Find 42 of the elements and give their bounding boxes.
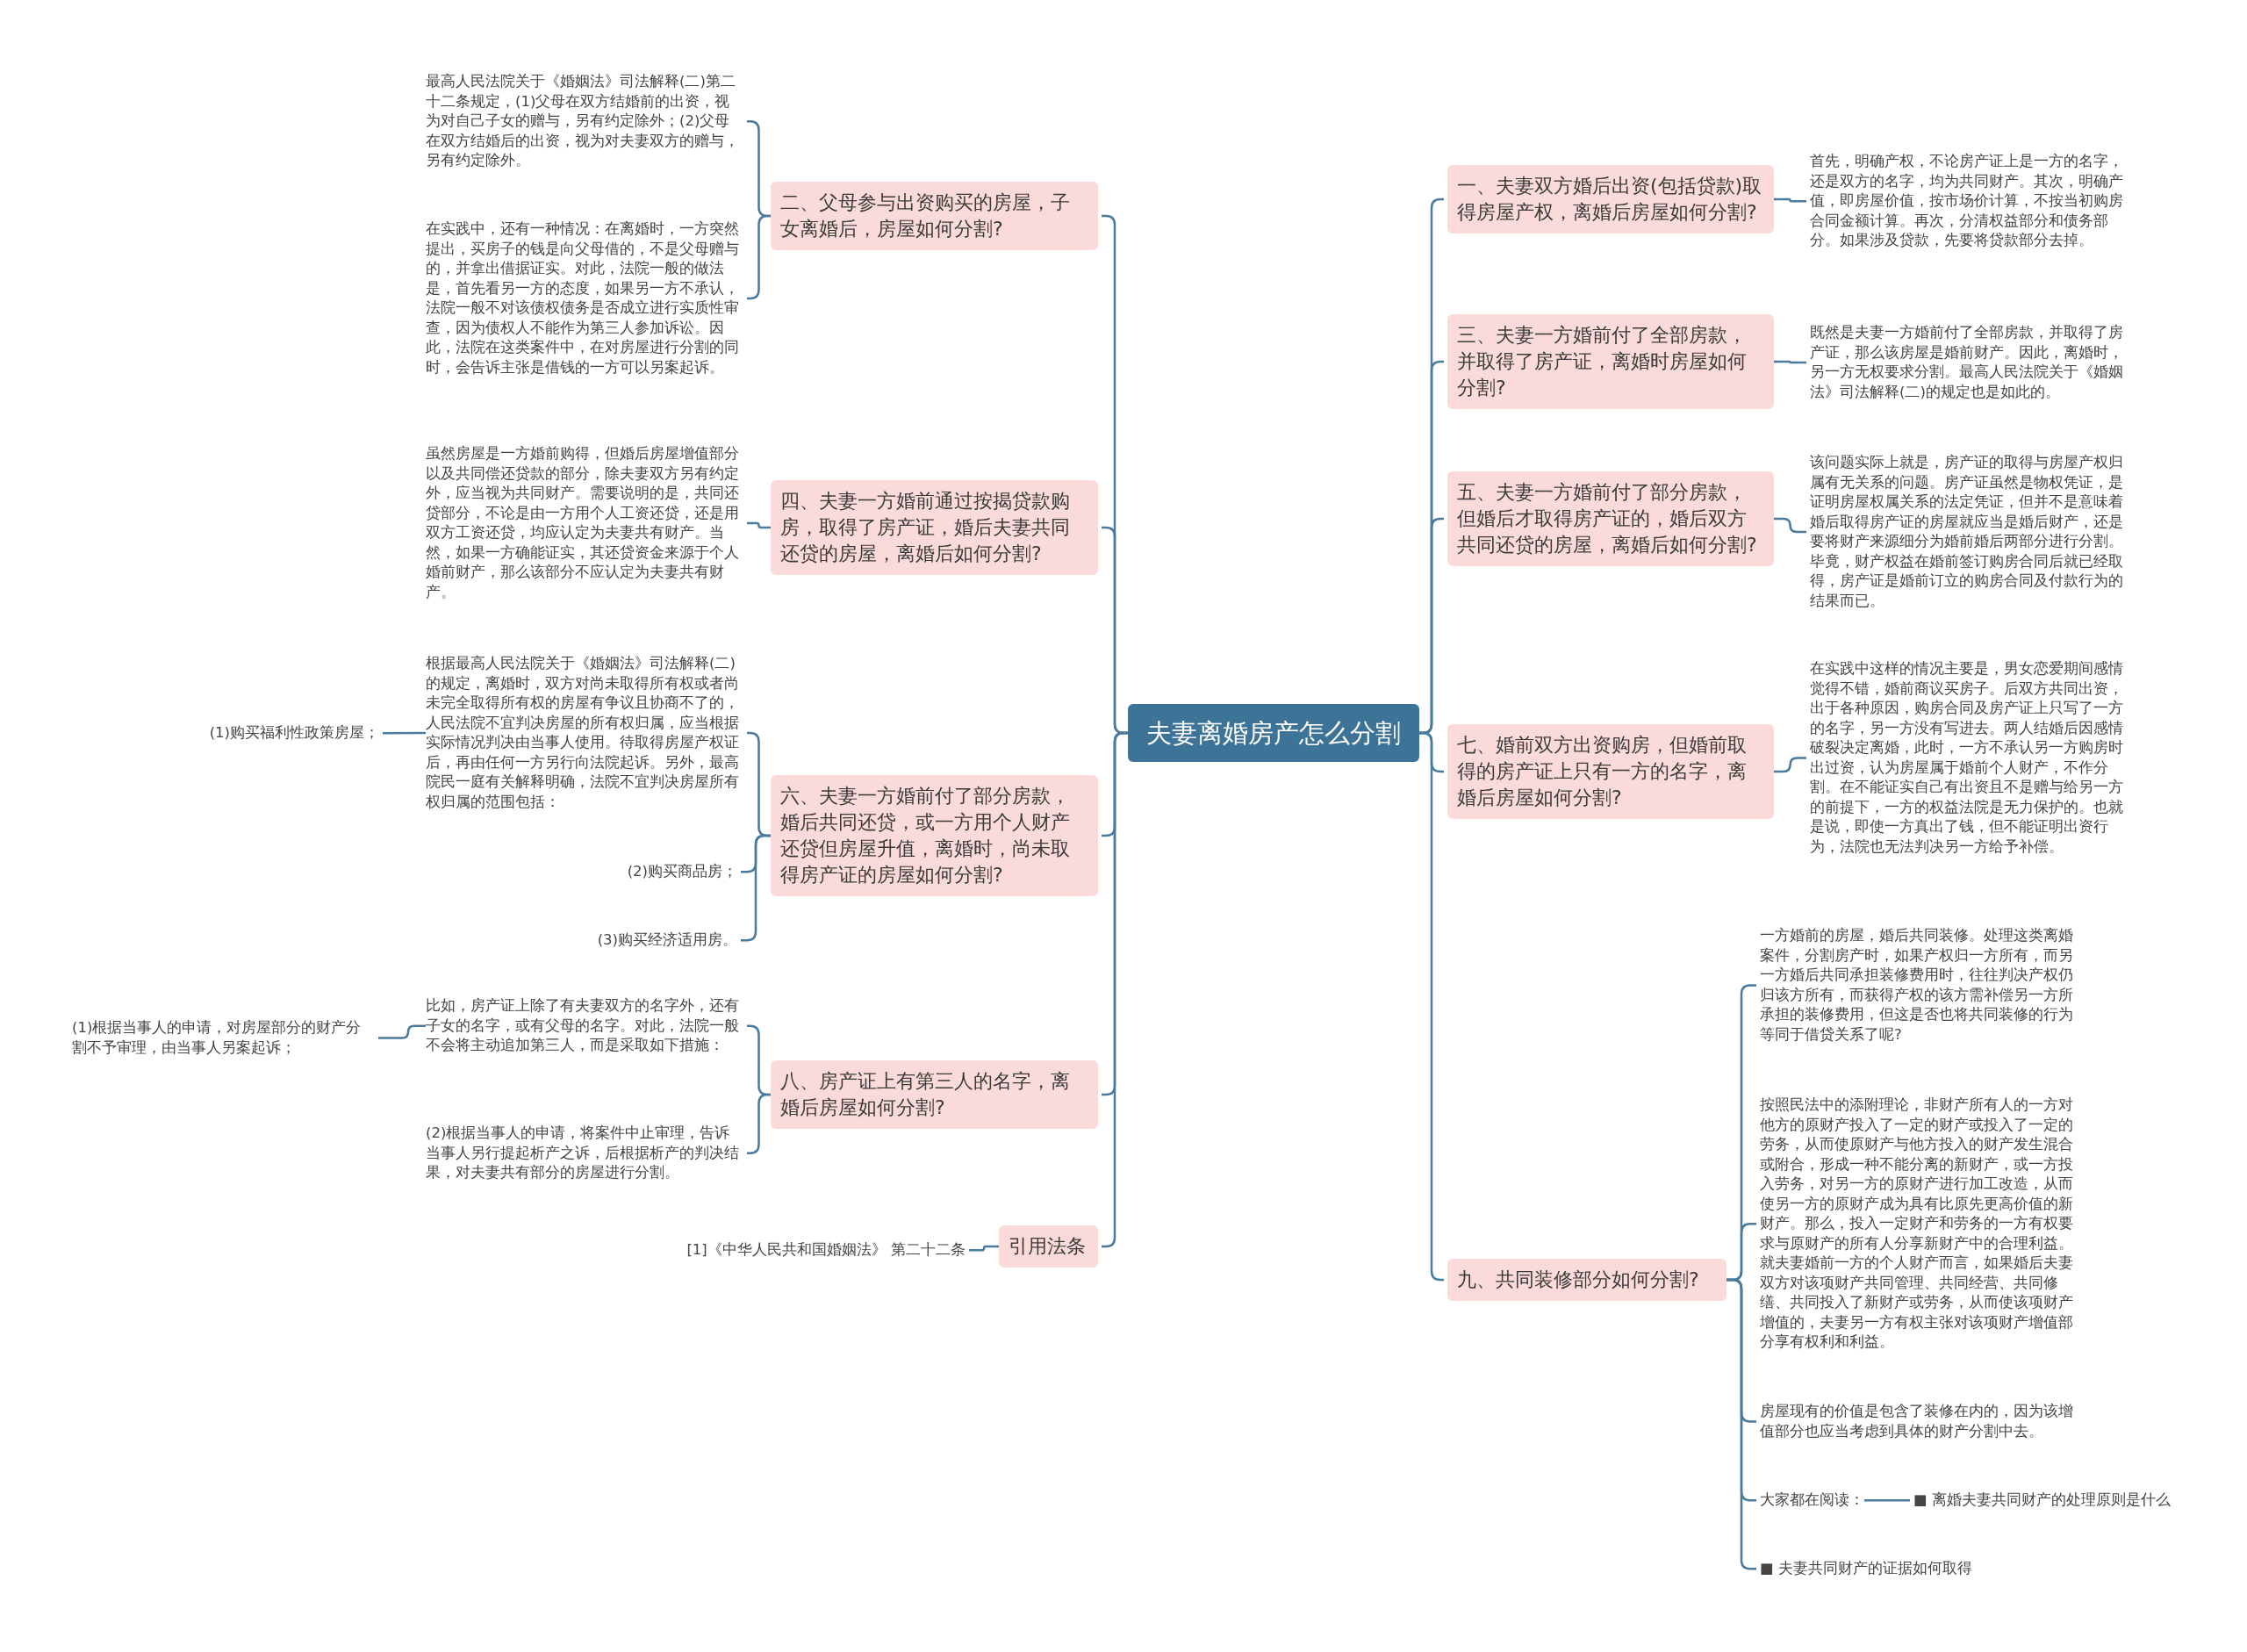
- topic-box: 二、父母参与出资购买的房屋，子女离婚后，房屋如何分割?: [771, 182, 1098, 250]
- topic-box: 八、房产证上有第三人的名字，离婚后房屋如何分割?: [771, 1060, 1098, 1129]
- connector-line: [383, 731, 426, 735]
- note-text: 虽然房屋是一方婚前购得，但婚后房屋增值部分以及共同偿还贷款的部分，除夫妻双方另有约定外，应当视为共同财产。需要说明的是，共同还贷部分，不论是由一方用个人工资还贷，还是用双方工资还贷，均应认定为夫妻共有财产。当然，如果一方确能证实，其还贷资金来源于个人婚前财产，那么该部分不应认定为夫妻共有财产。: [426, 444, 743, 602]
- note-text: 一方婚前的房屋，婚后共同装修。处理这类离婚案件，分割房产时，如果产权归一方所有，而另一方婚后共同承担装修费用时，往往判决产权仍归该方所有，而获得产权的该方需补偿另一方所承担的装修费用，但这是否也将共同装修的行为等同于借贷关系了呢?: [1760, 926, 2078, 1045]
- connector-line: [1774, 360, 1806, 364]
- topic-box: 一、夫妻双方婚后出资(包括贷款)取得房屋产权，离婚后房屋如何分割?: [1447, 165, 1774, 233]
- connector-line: [378, 1024, 426, 1039]
- note-text: (1)根据当事人的申请，对房屋部分的财产分割不予审理，由当事人另案起诉；: [72, 1018, 375, 1058]
- note-text: 比如，房产证上除了有夫妻双方的名字外，还有子女的名字，或有父母的名字。对此，法院一般不会将主动追加第三人，而是采取如下措施：: [426, 996, 743, 1056]
- note-text: 该问题实际上就是，房产证的取得与房屋产权归属有无关系的问题。房产证虽然是物权凭证，是证明房屋权属关系的法定凭证，但并不是意味着婚后取得房产证的房屋就应当是婚后财产，还是要将财产来源细分为婚前婚后两部分进行分割。毕竟，财产权益在婚前签订购房合同后就已经取得，房产证是婚前订立的购房合同及付款行为的结果而已。: [1810, 453, 2128, 611]
- note-text: (3)购买经济适用房。: [518, 930, 737, 951]
- note-text: (2)购买商品房；: [518, 862, 737, 882]
- note-text: 既然是夫妻一方婚前付了全部房款，并取得了房产证，那么该房屋是婚前财产。因此，离婚时，另一方无权要求分割。最高人民法院关于《婚姻法》司法解释(二)的规定也是如此的。: [1810, 323, 2128, 402]
- topic-box: 九、共同装修部分如何分割?: [1447, 1259, 1727, 1301]
- note-text: [1]《中华人民共和国婚姻法》 第二十二条: [606, 1240, 966, 1261]
- connector-line: [747, 521, 771, 529]
- connector-line: [1774, 757, 1806, 773]
- connector-line: [1774, 517, 1806, 534]
- connector-line: [1864, 1499, 1910, 1502]
- note-text: 在实践中，还有一种情况：在离婚时，一方突然提出，买房子的钱是向父母借的，不是父母赠与的，并拿出借据证实。对此，法院一般的做法是，首先看另一方的态度，如果另一方不承认，法院一般不对该债权债务是否成立进行实质性审查，因为债权人不能作为第三人参加诉讼。因此，法院在这类案件中，在对房屋进行分割的同时，会告诉主张是借钱的一方可以另案起诉。: [426, 219, 743, 377]
- note-text: 根据最高人民法院关于《婚姻法》司法解释(二)的规定，离婚时，双方对尚未取得所有权或者尚未完全取得所有权的房屋有争议且协商不了的，人民法院不宜判决房屋的所有权归属，应当根据实际情况判决由当事人使用。待取得房屋产权证后，再由任何一方另行向法院起诉。另外，最高院民一庭有关解释明确，法院不宜判决房屋所有权归属的范围包括：: [426, 654, 743, 812]
- note-text: 在实践中这样的情况主要是，男女恋爱期间感情觉得不错，婚前商议买房子。后双方共同出资，出于各种原因，购房合同及房产证上只写了一方的名字，另一方没有写进去。两人结婚后因感情破裂决定离婚，此时，一方不承认另一方购房时出过资，认为房屋属于婚前个人财产，不作分割。在不能证实自己有出资且不是赠与给另一方的前提下，一方的权益法院是无力保护的。也就是说，即使一方真出了钱，但不能证明出资行为，法院也无法判决另一方给予补偿。: [1810, 659, 2128, 857]
- note-text: ■ 夫妻共同财产的证据如何取得: [1760, 1559, 1972, 1579]
- note-text: 大家都在阅读：: [1760, 1490, 1864, 1511]
- note-text: 最高人民法院关于《婚姻法》司法解释(二)第二十二条规定，(1)父母在双方结婚前的出资，视为对自己子女的赠与，另有约定除外；(2)父母在双方结婚后的出资，视为对夫妻双方的赠与，另有约定除外。: [426, 72, 743, 171]
- note-text: ■ 离婚夫妻共同财产的处理原则是什么: [1913, 1490, 2171, 1511]
- connector-line: [969, 1245, 999, 1252]
- note-text: 首先，明确产权，不论房产证上是一方的名字，还是双方的名字，均为共同财产。其次，明确产值，即房屋价值，按市场价计算，不按当初购房合同金额计算。再次，分清权益部分和债务部分。如果涉及贷款，先要将贷款部分去掉。: [1810, 152, 2128, 251]
- topic-box: 六、夫妻一方婚前付了部分房款，婚后共同还贷，或一方用个人财产还贷但房屋升值，离婚时，尚未取得房产证的房屋如何分割?: [771, 775, 1098, 896]
- topic-box: 引用法条: [999, 1225, 1098, 1268]
- note-text: (1)购买福利性政策房屋；: [167, 723, 379, 743]
- topic-box: 五、夫妻一方婚前付了部分房款，但婚后才取得房产证的，婚后双方共同还贷的房屋，离婚后如何分割?: [1447, 471, 1774, 566]
- connector-line: [1774, 198, 1806, 203]
- central-topic-box: 夫妻离婚房产怎么分割: [1128, 704, 1419, 762]
- topic-box: 七、婚前双方出资购房，但婚前取得的房产证上只有一方的名字，离婚后房屋如何分割?: [1447, 724, 1774, 819]
- note-text: (2)根据当事人的申请，将案件中止审理，告诉当事人另行提起析产之诉，后根据析产的判决结果，对夫妻共有部分的房屋进行分割。: [426, 1124, 743, 1183]
- topic-box: 三、夫妻一方婚前付了全部房款，并取得了房产证，离婚时房屋如何分割?: [1447, 314, 1774, 409]
- note-text: 房屋现有的价值是包含了装修在内的，因为该增值部分也应当考虑到具体的财产分割中去。: [1760, 1402, 2078, 1441]
- note-text: 按照民法中的添附理论，非财产所有人的一方对他方的原财产投入了一定的财产或投入了一定的劳务，从而使原财产与他方投入的财产发生混合或附合，形成一种不能分离的新财产，或一方投入劳务，对另一方的原财产进行加工改造，从而使另一方的原财产成为具有比原先更高价值的新财产。那么，投入一定财产和劳务的一方有权要求与原财产的所有人分享新财产中的合理利益。就夫妻婚前一方的个人财产而言，如果婚后夫妻双方对该项财产共同管理、共同经营、共同修缮、共同投入了新财产或劳务，从而使该项财产增值的，夫妻另一方有权主张对该项财产增值部分享有权利和利益。: [1760, 1095, 2078, 1353]
- connector-line: [1418, 731, 1445, 1282]
- topic-box: 四、夫妻一方婚前通过按揭贷款购房，取得了房产证，婚后夫妻共同还贷的房屋，离婚后如何分割?: [771, 480, 1098, 575]
